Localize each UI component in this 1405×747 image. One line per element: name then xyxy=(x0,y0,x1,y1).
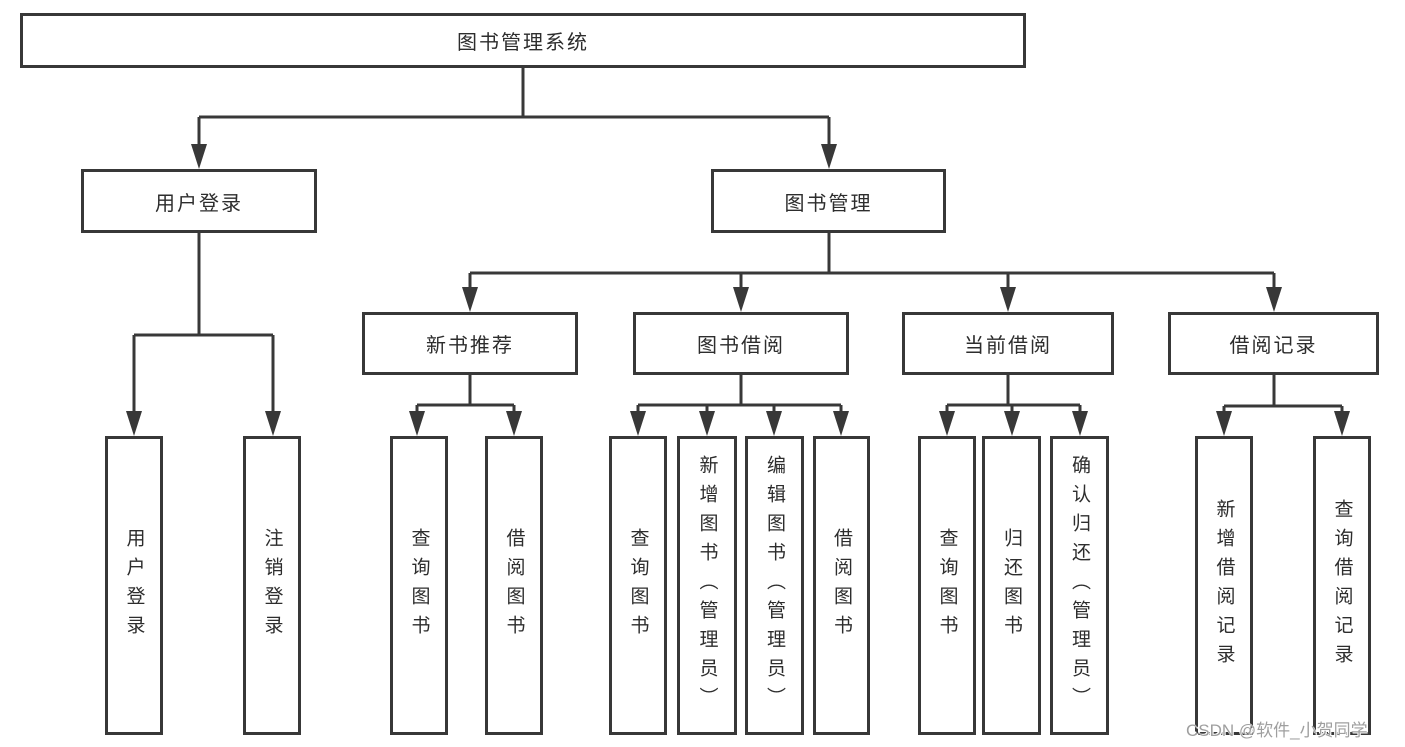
leaf-borrow-query-books: 查询图书 xyxy=(609,436,667,735)
csdn-watermark: CSDN @软件_小贺同学 xyxy=(1186,721,1368,740)
leaf-user-login-label: 用户登录 xyxy=(123,527,145,644)
leaf-current-return-books: 归还图书 xyxy=(982,436,1041,735)
arrowheads xyxy=(126,144,1350,436)
leaf-records-query-record: 查询借阅记录 xyxy=(1313,436,1371,735)
leaf-borrow-borrow-books: 借阅图书 xyxy=(813,436,870,735)
leaf-logout: 注销登录 xyxy=(243,436,301,735)
leaf-current-confirm-return-admin: 确认归还（管理员） xyxy=(1050,436,1109,735)
leaf-borrow-add-books-admin-label: 新增图书（管理员） xyxy=(696,455,718,716)
leaf-current-query-books-label: 查询图书 xyxy=(936,527,958,644)
leaf-current-query-books: 查询图书 xyxy=(918,436,976,735)
node-current-borrow: 当前借阅 xyxy=(902,312,1114,375)
leaf-records-query-record-label: 查询借阅记录 xyxy=(1331,498,1353,673)
leaf-records-add-record-label: 新增借阅记录 xyxy=(1213,498,1235,673)
node-book-borrow: 图书借阅 xyxy=(633,312,849,375)
leaf-recommend-borrow-books-label: 借阅图书 xyxy=(503,527,525,644)
leaf-recommend-borrow-books: 借阅图书 xyxy=(485,436,543,735)
node-root: 图书管理系统 xyxy=(20,13,1026,68)
node-user-login: 用户登录 xyxy=(81,169,317,233)
leaf-current-return-books-label: 归还图书 xyxy=(1001,527,1022,644)
leaf-logout-label: 注销登录 xyxy=(261,527,283,644)
leaf-current-confirm-return-admin-label: 确认归还（管理员） xyxy=(1069,455,1090,716)
node-borrow-records: 借阅记录 xyxy=(1168,312,1379,375)
node-book-management: 图书管理 xyxy=(711,169,946,233)
leaf-borrow-edit-books-admin: 编辑图书（管理员） xyxy=(745,436,804,735)
leaf-recommend-query-books: 查询图书 xyxy=(390,436,448,735)
leaf-user-login: 用户登录 xyxy=(105,436,163,735)
leaf-borrow-query-books-label: 查询图书 xyxy=(627,527,649,644)
leaf-borrow-add-books-admin: 新增图书（管理员） xyxy=(677,436,737,735)
leaf-borrow-borrow-books-label: 借阅图书 xyxy=(831,527,852,644)
leaf-records-add-record: 新增借阅记录 xyxy=(1195,436,1253,735)
leaf-borrow-edit-books-admin-label: 编辑图书（管理员） xyxy=(764,455,785,716)
leaf-recommend-query-books-label: 查询图书 xyxy=(408,527,430,644)
node-new-book-recommend: 新书推荐 xyxy=(362,312,578,375)
connector-stems xyxy=(132,68,1344,414)
